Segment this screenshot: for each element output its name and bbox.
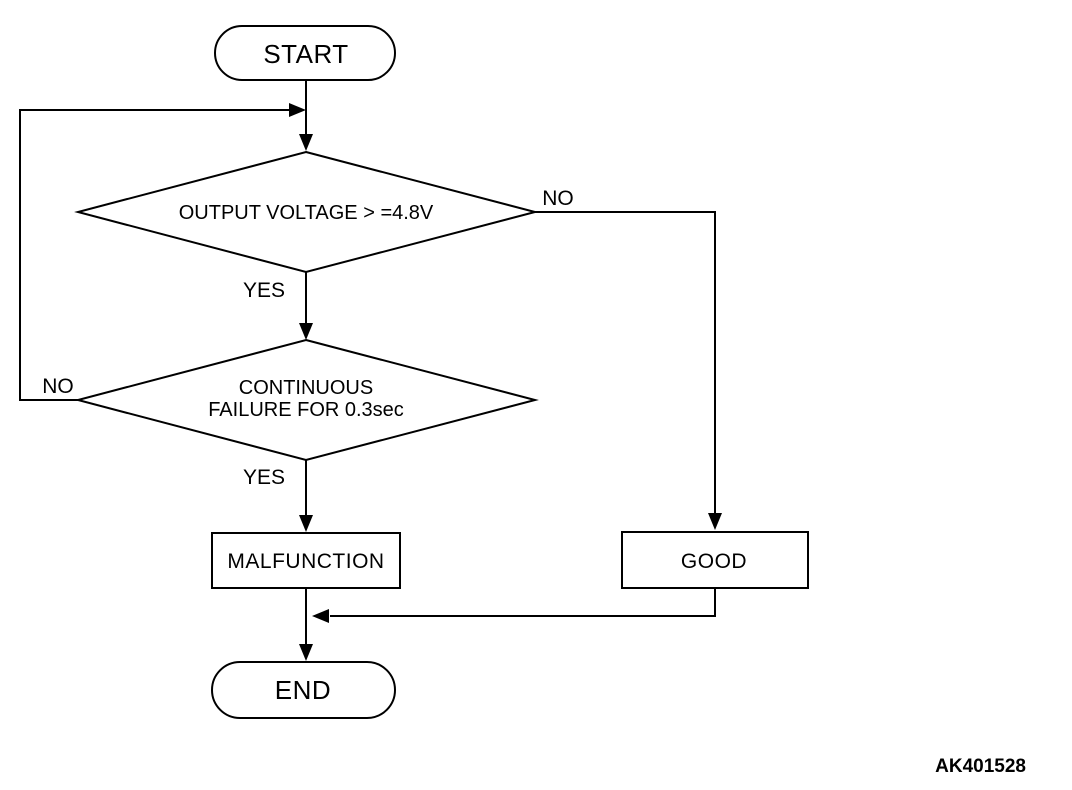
- edge-label-voltage-no: NO: [542, 187, 574, 210]
- good-node: [621, 531, 809, 589]
- edge-failure-no-loop: [19, 109, 289, 401]
- end-label: END: [275, 675, 331, 705]
- decision-failure-node: [74, 338, 539, 462]
- arrowhead-down-icon: [299, 134, 313, 151]
- arrowhead-right-icon: [289, 103, 306, 117]
- arrowhead-down-icon: [299, 644, 313, 661]
- malfunction-label: MALFUNCTION: [227, 550, 384, 573]
- arrowhead-left-icon: [312, 609, 329, 623]
- arrowhead-down-icon: [299, 323, 313, 340]
- edge-label-failure-no: NO: [42, 375, 74, 398]
- decision-failure-label-line1: CONTINUOUS: [239, 377, 373, 399]
- edge-voltage-no: [535, 211, 716, 514]
- good-label: GOOD: [681, 550, 747, 573]
- decision-failure-label-line2: FAILURE FOR 0.3sec: [208, 399, 404, 421]
- arrowhead-down-icon: [708, 513, 722, 530]
- start-label: START: [263, 39, 348, 69]
- arrowhead-down-icon: [299, 515, 313, 532]
- edge-label-failure-yes: YES: [243, 466, 285, 489]
- start-node: [214, 25, 396, 81]
- decision-voltage-node: [74, 150, 539, 274]
- decision-voltage-label: OUTPUT VOLTAGE > =4.8V: [179, 202, 434, 224]
- figure-code-label: AK401528: [935, 756, 1026, 777]
- malfunction-node: [211, 532, 401, 589]
- edge-good-to-merge: [330, 588, 716, 617]
- end-node: [211, 661, 396, 719]
- edge-label-voltage-yes: YES: [243, 279, 285, 302]
